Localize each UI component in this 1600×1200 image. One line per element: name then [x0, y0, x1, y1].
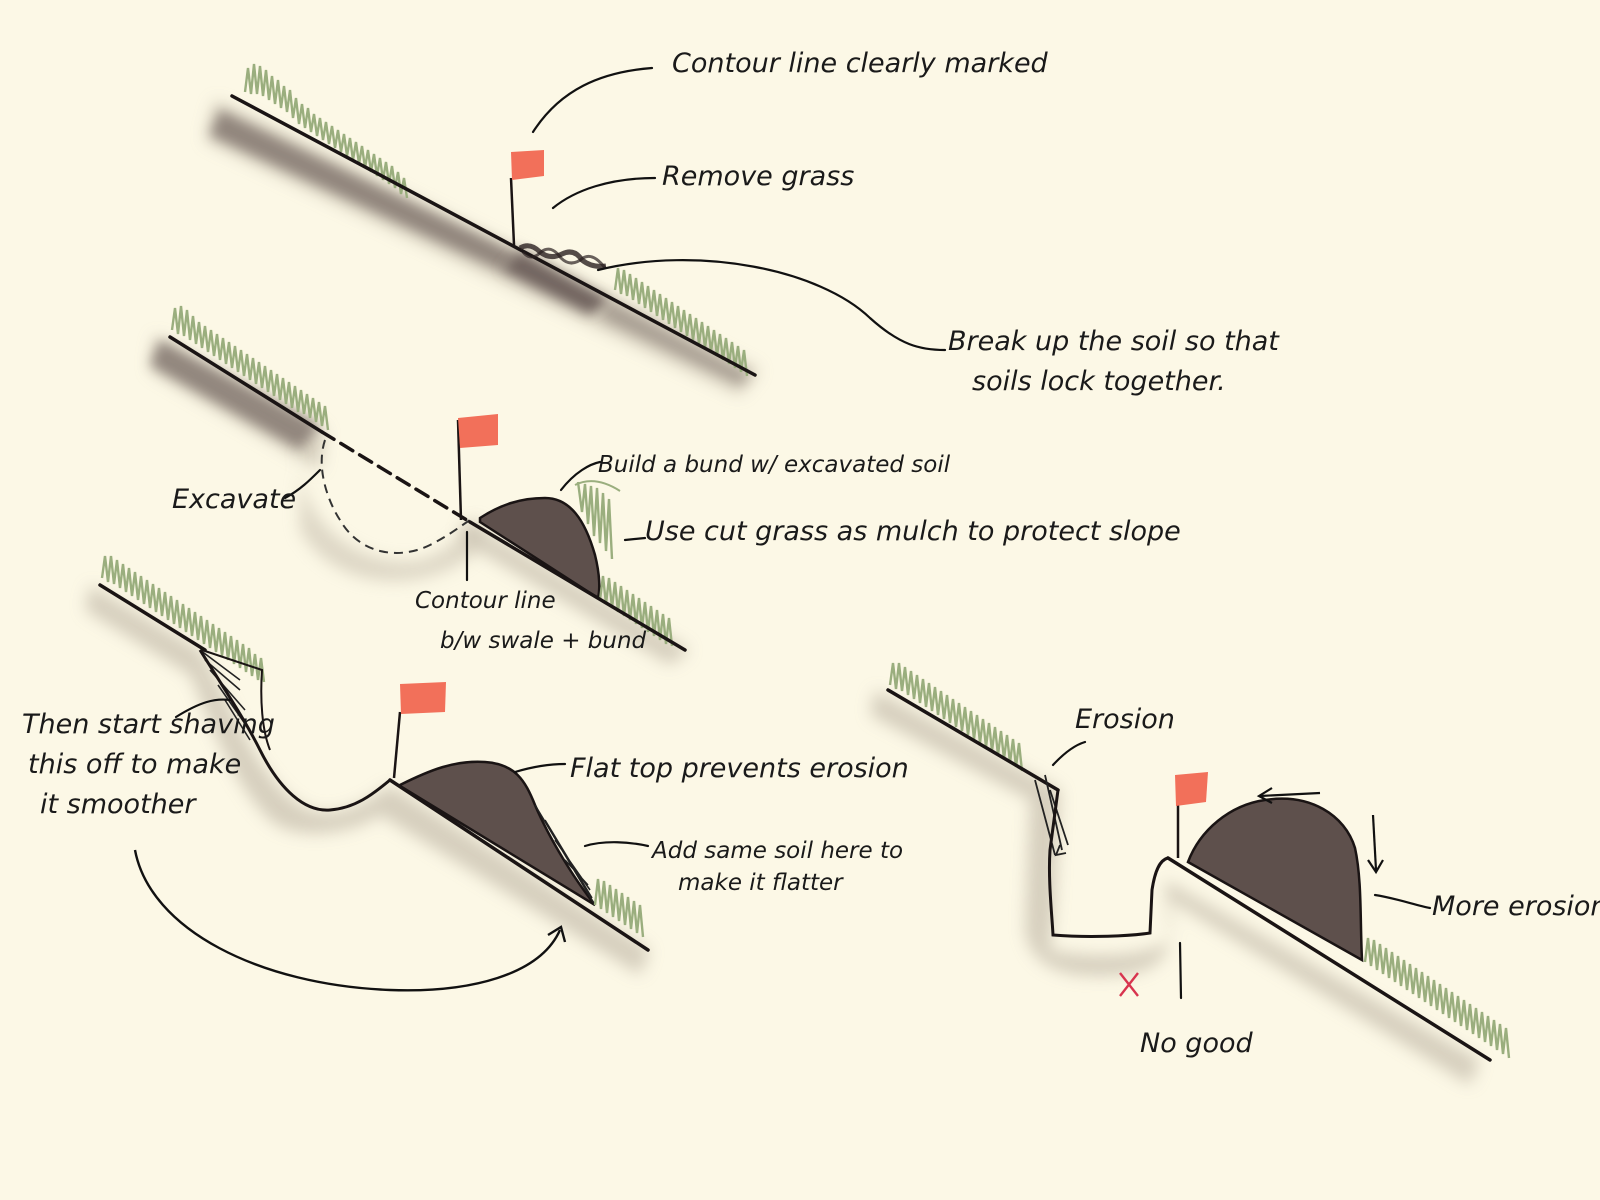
shaving-label-line3: it smoother: [40, 789, 197, 820]
step3-grass-right: [593, 878, 645, 938]
contour-swale-label-line1: Contour line: [415, 588, 556, 614]
step2-original-contour: [320, 430, 472, 524]
flag-icon: [458, 414, 498, 448]
remove-grass-label: Remove grass: [662, 161, 854, 192]
step1-diagram: Contour line clearly marked Remove grass…: [205, 48, 1280, 397]
add-soil-label-line2: make it flatter: [678, 870, 844, 896]
step4-ground-left: [886, 688, 1060, 792]
x-mark-icon: [1119, 972, 1139, 997]
bund-mound: [478, 496, 601, 600]
no-good-label: No good: [1140, 1028, 1253, 1059]
flag-icon: [511, 150, 544, 180]
step2-excavation-outline: [320, 439, 471, 554]
break-soil-label-line1: Break up the soil so that: [948, 326, 1280, 357]
step4-grass-right: [1363, 937, 1511, 1059]
step3-ground-left: [98, 583, 207, 652]
step2-ground-right: [468, 520, 687, 652]
bund-mound: [1186, 797, 1364, 963]
step2-diagram: Excavate Build a bund w/ excavated soil …: [150, 305, 1181, 665]
bund-mound: [398, 760, 596, 907]
shaving-label-line1: Then start shaving: [22, 709, 275, 740]
step3-ground-right: [388, 778, 650, 952]
flat-top-label: Flat top prevents erosion: [570, 753, 909, 784]
arrow-icon: [1371, 814, 1378, 871]
break-soil-label-line2: soils lock together.: [972, 366, 1226, 397]
step3-diagram: Then start shaving this off to make it s…: [22, 555, 909, 992]
flag-icon: [1175, 772, 1208, 806]
step1-flag-pole: [509, 177, 516, 246]
step3-swale-curve: [198, 649, 391, 812]
more-erosion-label: More erosion: [1432, 891, 1600, 922]
step3-grass-left: [100, 555, 266, 683]
build-bund-label: Build a bund w/ excavated soil: [598, 452, 951, 478]
step2-grass-left: [170, 305, 330, 431]
step2-ground-left: [168, 335, 324, 434]
step4-ground-right: [1166, 856, 1492, 1062]
arrow-icon: [1259, 791, 1321, 798]
contour-line-label: Contour line clearly marked: [672, 48, 1049, 79]
step4-trench: [1047, 789, 1169, 938]
step4-diagram: Erosion More erosion No good: [870, 662, 1600, 1085]
step4-grass-left: [888, 662, 1024, 772]
add-soil-label-line1: Add same soil here to: [650, 838, 903, 864]
step2-flag-pole: [456, 419, 463, 521]
step3-flag-pole: [392, 711, 402, 779]
step1-grass-left: [243, 63, 409, 199]
step1-grass-right: [613, 267, 749, 377]
step2-mulch-grass: [576, 481, 614, 560]
shaving-label-line2: this off to make: [28, 749, 241, 780]
erosion-label: Erosion: [1075, 704, 1175, 735]
arrow-icon: [133, 849, 562, 992]
step1-broken-soil: [518, 243, 607, 269]
mulch-label: Use cut grass as mulch to protect slope: [645, 516, 1181, 547]
contour-swale-label-line2: b/w swale + bund: [440, 628, 647, 654]
excavate-label: Excavate: [172, 484, 296, 515]
flag-icon: [400, 682, 446, 714]
step1-ground-line: [230, 94, 757, 377]
